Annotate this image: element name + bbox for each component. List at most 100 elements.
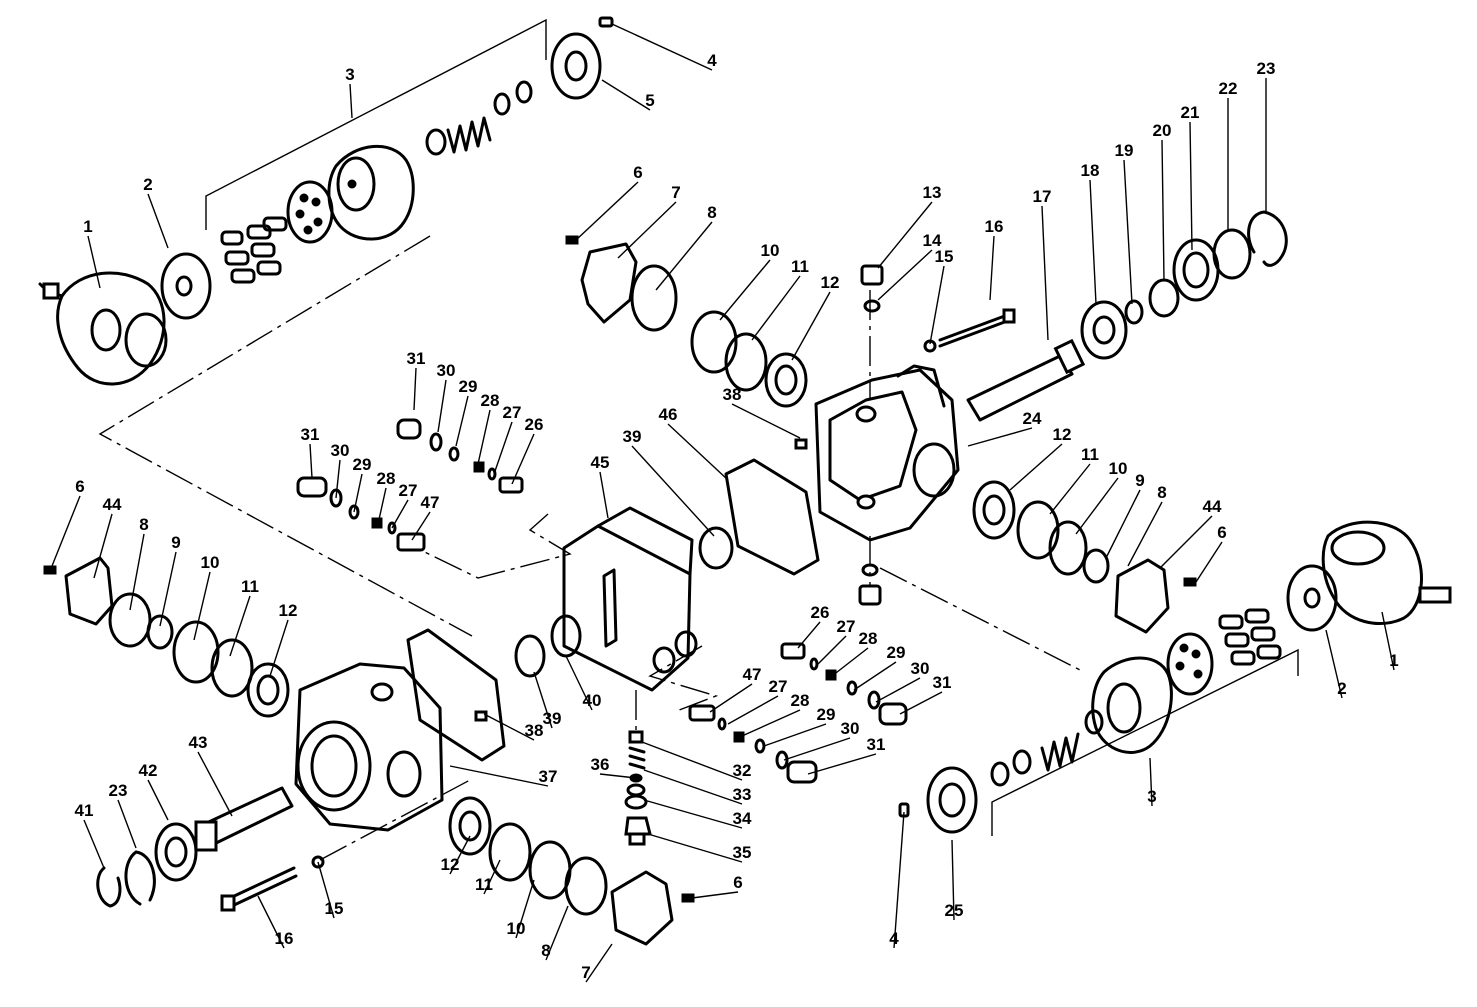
part-labels: 1234567810111213141516171819202122233130… xyxy=(75,51,1399,982)
part-label-f29: 29 xyxy=(887,643,906,662)
leader-line-a11 xyxy=(751,275,801,341)
leader-line-a16 xyxy=(989,235,995,301)
part-label-a3: 3 xyxy=(345,65,354,84)
leader-line-d28 xyxy=(377,487,387,525)
leader-line-a10 xyxy=(719,259,771,321)
pin-38-bottom xyxy=(474,710,488,722)
leader-line-d30 xyxy=(335,459,341,499)
leader-line-a17 xyxy=(1041,205,1049,341)
leader-line-d27 xyxy=(391,499,409,529)
part-label-a45: 45 xyxy=(591,453,610,472)
leader-line-a15 xyxy=(929,265,945,345)
part-label-a21: 21 xyxy=(1181,103,1200,122)
leader-line-a46 xyxy=(667,423,729,481)
part-label-d47: 47 xyxy=(421,493,440,512)
leader-line-g47 xyxy=(709,683,753,713)
leader-line-g27 xyxy=(727,695,779,725)
part-label-g27: 27 xyxy=(769,677,788,696)
part-label-a34: 34 xyxy=(733,809,752,828)
part-label-a35: 35 xyxy=(733,843,752,862)
leader-line-f31 xyxy=(899,691,943,715)
part-label-d29: 29 xyxy=(353,455,372,474)
part-label-a32: 32 xyxy=(733,761,752,780)
center-section-45 xyxy=(562,506,698,692)
part-label-b39: 39 xyxy=(543,709,562,728)
part-label-h10: 10 xyxy=(507,919,526,938)
bearings-top-right xyxy=(1080,210,1288,360)
part-label-h6: 6 xyxy=(733,873,742,892)
part-label-a23: 23 xyxy=(1257,59,1276,78)
part-label-e6: 6 xyxy=(75,477,84,496)
leader-line-h23 xyxy=(117,799,137,849)
bolt-16-bottom xyxy=(220,866,298,912)
centerline-ports xyxy=(399,513,572,579)
housing-right xyxy=(814,364,960,542)
leader-line-a38 xyxy=(731,403,801,439)
leader-line-g30 xyxy=(783,737,851,761)
part-label-b25: 25 xyxy=(945,901,964,920)
leader-line-h41 xyxy=(83,819,105,869)
leader-line-a24 xyxy=(967,427,1033,447)
part-label-e44: 44 xyxy=(103,495,122,514)
part-label-a13: 13 xyxy=(923,183,942,202)
leader-line-c12 xyxy=(1009,443,1063,491)
gasket-46 xyxy=(724,458,820,576)
part-label-h42: 42 xyxy=(139,761,158,780)
leader-line-b29 xyxy=(455,395,469,447)
drive-shaft-top xyxy=(966,338,1086,422)
rotating-group-bottom xyxy=(990,608,1282,787)
part-label-c8: 8 xyxy=(1157,483,1166,502)
part-label-g28: 28 xyxy=(791,691,810,710)
leader-line-b30 xyxy=(437,379,447,433)
group-3-bracket-top xyxy=(205,18,547,230)
part-label-a19: 19 xyxy=(1115,141,1134,160)
leader-line-c8 xyxy=(1127,501,1163,567)
leader-line-a2 xyxy=(147,193,169,249)
seals-and-bearing-top xyxy=(690,310,808,408)
leader-line-a20 xyxy=(1161,139,1165,281)
leader-line-a32 xyxy=(641,741,743,781)
washer-15-bottom xyxy=(311,855,325,869)
leader-line-a14 xyxy=(877,249,933,301)
part-label-b1: 1 xyxy=(1389,651,1398,670)
part-label-h11: 11 xyxy=(475,875,493,894)
centerline-upper xyxy=(98,235,473,637)
drive-shaft-left xyxy=(96,786,294,908)
part-label-a1: 1 xyxy=(83,217,92,236)
leader-line-b38 xyxy=(483,713,535,741)
leader-line-a3 xyxy=(349,83,353,119)
leader-line-a4 xyxy=(611,23,713,71)
part-label-b29: 29 xyxy=(459,377,478,396)
leader-line-d29 xyxy=(353,473,363,513)
part-label-b28: 28 xyxy=(481,391,500,410)
part-label-a22: 22 xyxy=(1219,79,1238,98)
part-label-a2: 2 xyxy=(143,175,152,194)
group-3-bracket-bottom xyxy=(991,648,1299,836)
leader-line-a13 xyxy=(877,201,933,269)
pin-38-top xyxy=(794,438,808,450)
valve-stack-32-35 xyxy=(624,730,652,846)
leader-line-a1 xyxy=(87,235,101,289)
leader-line-e9 xyxy=(159,551,177,627)
leader-line-h42 xyxy=(147,779,169,821)
leader-line-c6 xyxy=(1195,541,1223,583)
part-label-a36: 36 xyxy=(591,755,610,774)
leader-line-a6 xyxy=(575,181,639,241)
leader-line-a5 xyxy=(601,79,651,111)
leader-line-f30 xyxy=(875,677,921,703)
part-label-a5: 5 xyxy=(645,91,654,110)
housing-left xyxy=(294,662,444,832)
centerline-lower-ports xyxy=(648,645,719,713)
leader-line-a21 xyxy=(1189,121,1193,251)
part-label-a8: 8 xyxy=(707,203,716,222)
leader-line-f26 xyxy=(797,621,821,649)
leader-line-a19 xyxy=(1123,159,1133,305)
leader-line-g29 xyxy=(763,723,827,747)
bushing-40 xyxy=(550,614,582,658)
leader-line-a36 xyxy=(599,773,637,779)
part-label-h16: 16 xyxy=(275,929,294,948)
part-label-d28: 28 xyxy=(377,469,396,488)
centerline-right xyxy=(879,567,1085,673)
part-label-a38: 38 xyxy=(723,385,742,404)
